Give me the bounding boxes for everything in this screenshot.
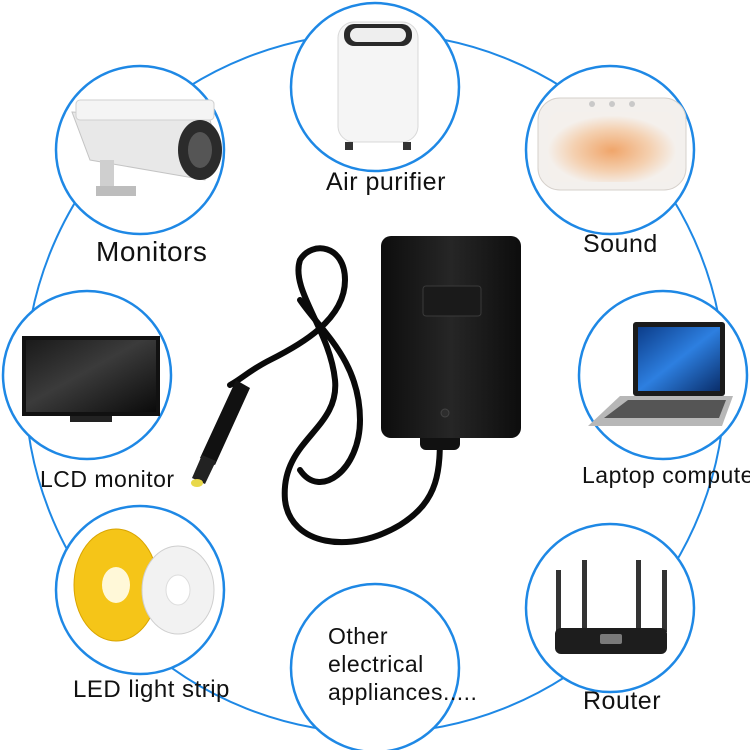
label-other: Other electrical appliances.....	[328, 622, 477, 706]
security-camera-icon	[71, 99, 222, 196]
label-other-line-1: Other	[328, 623, 389, 649]
bubble-other	[289, 582, 461, 750]
label-monitors: Monitors	[96, 236, 208, 267]
label-sound: Sound	[583, 230, 658, 258]
bubble-led-strip	[54, 504, 226, 676]
label-other-line-3: appliances.....	[328, 679, 478, 705]
label-other-line-2: electrical	[328, 651, 424, 677]
router-icon	[555, 560, 667, 654]
lcd-monitor-icon	[22, 336, 160, 422]
bubble-lcd	[1, 289, 173, 461]
label-led-strip: LED light strip	[73, 676, 230, 703]
label-laptop: Laptop computer	[582, 462, 750, 488]
air-purifier-icon	[337, 21, 419, 150]
bubble-monitors	[54, 64, 226, 236]
label-air-purifier: Air purifier	[326, 168, 446, 196]
laptop-icon	[588, 322, 733, 426]
bubble-air-purifier	[289, 1, 461, 173]
bubble-sound	[524, 64, 696, 236]
bubble-router	[524, 522, 696, 694]
label-lcd: LCD monitor	[40, 466, 175, 492]
label-router: Router	[583, 687, 662, 715]
smart-speaker-icon	[537, 97, 687, 191]
bubble-laptop	[577, 289, 749, 461]
power-adapter-icon	[191, 236, 521, 546]
led-strip-icon	[73, 528, 215, 642]
